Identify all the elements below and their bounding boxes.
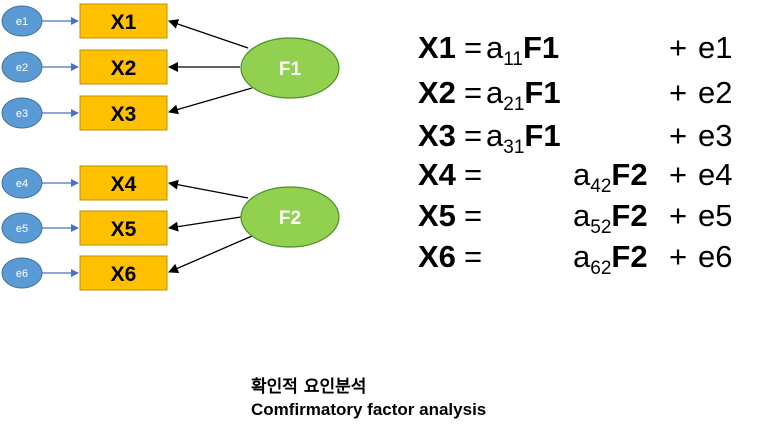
equation-plus: + (669, 118, 688, 153)
equation-plus: + (669, 75, 688, 110)
equation-lhs: X1 (418, 30, 456, 65)
caption-korean: 확인적 요인분석 (251, 377, 367, 397)
equation-lhs: X3 (418, 118, 456, 153)
equation-row: X5 = a52F2 + e5 (0, 198, 773, 242)
observed-node-x2: X2 (79, 49, 168, 85)
equation-lhs: X6 (418, 239, 456, 274)
equation-coefficient: a42F2 (573, 157, 648, 197)
equation-row: X1 = a11F1 + e1 (0, 30, 773, 74)
equation-plus: + (669, 157, 688, 192)
observed-label: X4 (111, 173, 137, 196)
equation-lhs: X2 (418, 75, 456, 110)
equation-plus: + (669, 30, 688, 65)
factor-label: F2 (279, 208, 301, 229)
error-label: e3 (16, 108, 28, 120)
error-label: e5 (16, 223, 28, 235)
arrow-f1-x3 (168, 87, 253, 115)
observed-node-x6: X6 (79, 255, 168, 291)
equation-error: e2 (698, 75, 733, 110)
arrow-f2-x6 (168, 235, 253, 274)
equation-equals: = (464, 118, 483, 153)
error-label: e2 (16, 62, 28, 74)
equation-equals: = (464, 239, 483, 274)
equation-row: X4 = a42F2 + e4 (0, 157, 773, 201)
arrow-f2-x5 (168, 216, 242, 232)
error-node-e4: e4 (1, 167, 43, 199)
arrow-f1-x1 (168, 19, 249, 49)
equation-equals: = (464, 75, 483, 110)
equation-error: e4 (698, 157, 733, 192)
equation-coefficient: a31F1 (486, 118, 561, 158)
equation-equals: = (464, 30, 483, 65)
equation-coefficient: a62F2 (573, 239, 648, 279)
equation-coefficient: a52F2 (573, 198, 648, 238)
error-node-e2: e2 (1, 51, 43, 83)
equation-equals: = (464, 198, 483, 233)
factor-node-f2: F2 (240, 186, 340, 248)
observed-node-x5: X5 (79, 210, 168, 246)
arrow-f2-x4 (168, 179, 249, 199)
error-node-e1: e1 (1, 5, 43, 37)
error-label: e6 (16, 268, 28, 280)
equation-error: e6 (698, 239, 733, 274)
equation-coefficient: a21F1 (486, 75, 561, 115)
equation-coefficient: a11F1 (486, 30, 560, 70)
factor-node-f1: F1 (240, 37, 340, 99)
error-label: e4 (16, 178, 28, 190)
error-node-e6: e6 (1, 257, 43, 289)
equation-equals: = (464, 157, 483, 192)
error-node-e3: e3 (1, 97, 43, 129)
observed-node-x3: X3 (79, 95, 168, 131)
observed-label: X5 (111, 218, 137, 241)
caption-english: Comfirmatory factor analysis (251, 400, 487, 419)
equation-row: X3 = a31F1 + e3 (0, 118, 773, 162)
error-label: e1 (16, 16, 28, 28)
observed-node-x1: X1 (79, 3, 168, 39)
equation-row: X2 = a21F1 + e2 (0, 75, 773, 119)
equation-lhs: X4 (418, 157, 456, 192)
observed-node-x4: X4 (79, 165, 168, 201)
equation-lhs: X5 (418, 198, 456, 233)
observed-label: X3 (111, 103, 137, 126)
equation-error: e5 (698, 198, 733, 233)
equation-plus: + (669, 198, 688, 233)
factor-label: F1 (279, 59, 302, 80)
equation-error: e1 (698, 30, 733, 65)
observed-label: X1 (111, 11, 137, 34)
equation-row: X6 = a62F2 + e6 (0, 239, 773, 283)
observed-label: X2 (111, 57, 137, 80)
observed-label: X6 (111, 263, 137, 286)
error-node-e5: e5 (1, 212, 43, 244)
equation-error: e3 (698, 118, 733, 153)
equation-plus: + (669, 239, 688, 274)
